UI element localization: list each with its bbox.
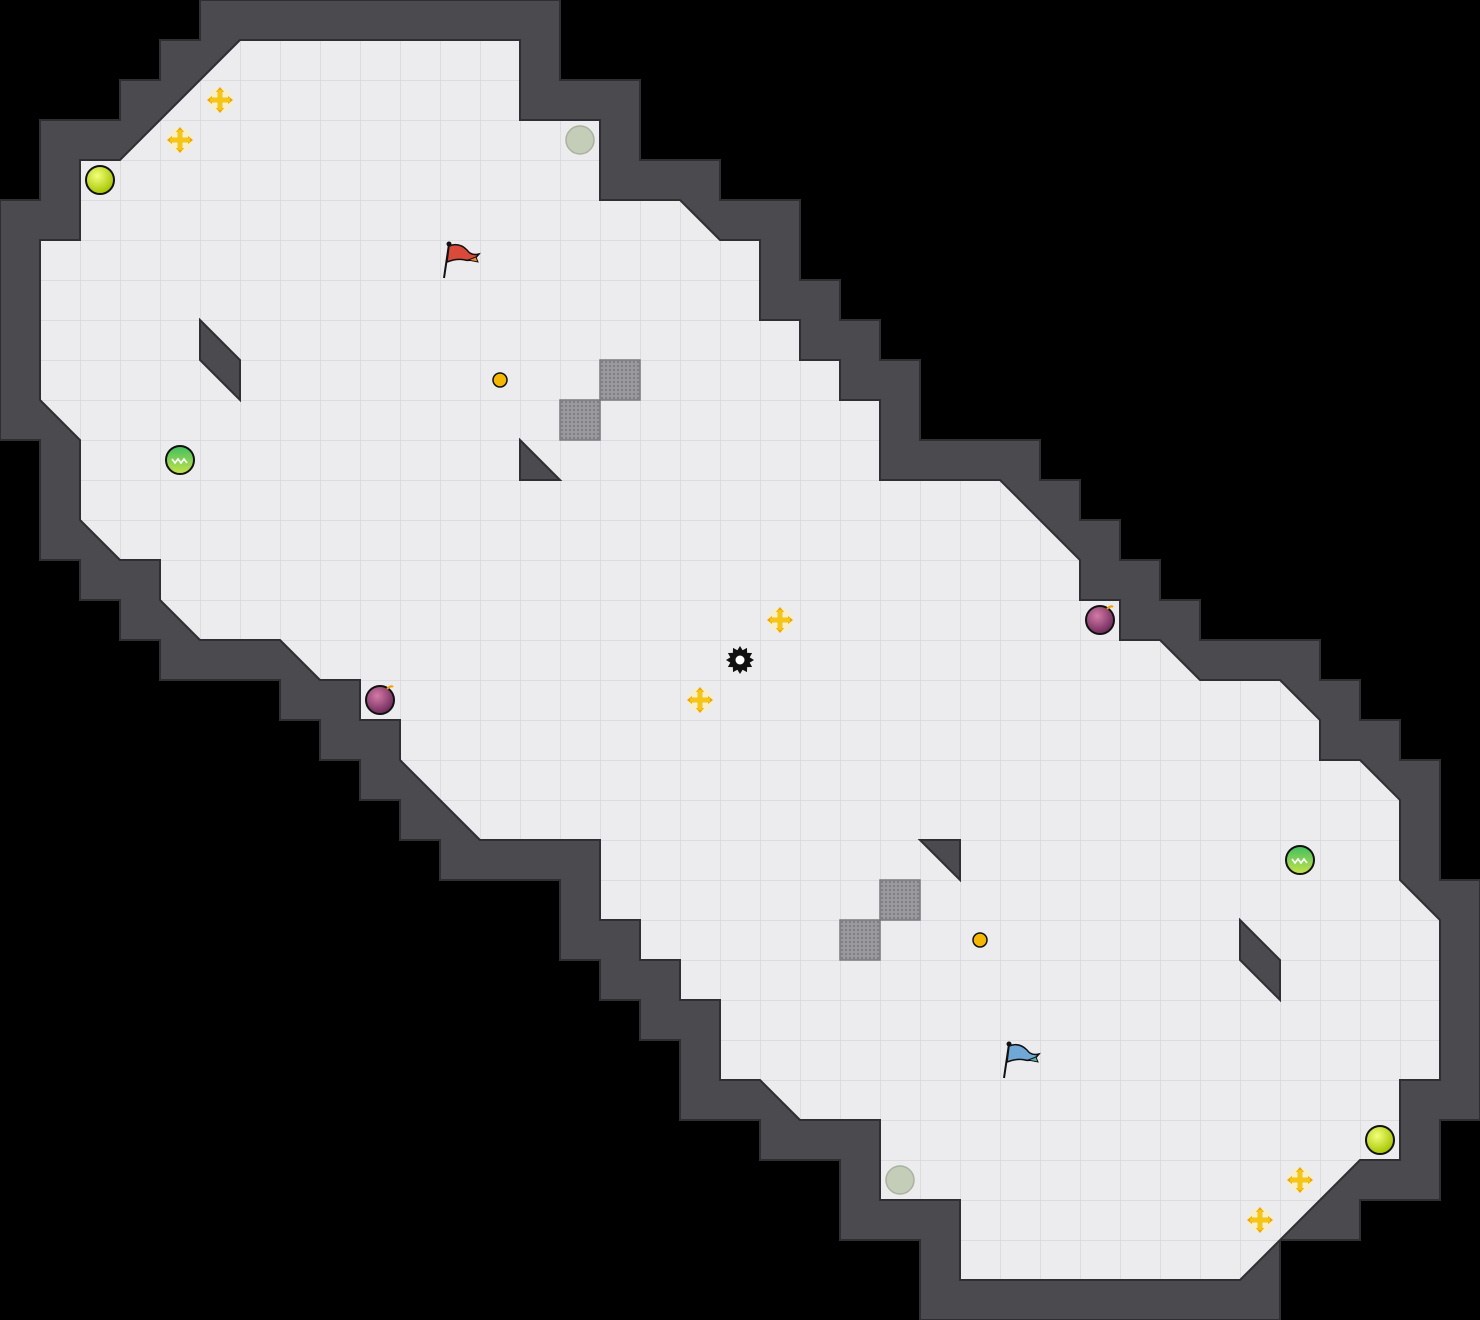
wall-diagonal xyxy=(917,839,961,883)
button xyxy=(972,932,988,948)
bomb xyxy=(365,685,395,715)
wall-diagonal xyxy=(519,437,563,481)
powerup xyxy=(1365,1125,1395,1155)
boost xyxy=(767,607,793,633)
jukejuice xyxy=(1285,845,1315,875)
gate-tile xyxy=(599,359,641,401)
red-flag xyxy=(443,241,481,279)
boost xyxy=(687,687,713,713)
gate-tile xyxy=(839,919,881,961)
button xyxy=(492,372,508,388)
neutral-tile xyxy=(565,125,595,155)
blue-flag xyxy=(1003,1041,1041,1079)
neutral-tile xyxy=(885,1165,915,1195)
map-objects xyxy=(85,87,1395,1233)
powerup xyxy=(85,165,115,195)
boost xyxy=(207,87,233,113)
wall-notch xyxy=(1455,1076,1460,1098)
boost xyxy=(1247,1207,1273,1233)
diagonal-walls xyxy=(54,196,1460,1178)
boost xyxy=(167,127,193,153)
jukejuice xyxy=(165,445,195,475)
bomb xyxy=(1085,605,1115,635)
wall-notch xyxy=(1414,1156,1419,1178)
wall-diagonal xyxy=(199,317,241,403)
wall-notch xyxy=(54,196,59,218)
gate-tile xyxy=(879,879,921,921)
wall-diagonal xyxy=(1239,917,1281,1003)
boost xyxy=(1287,1167,1313,1193)
gate-tile xyxy=(559,399,601,441)
spike xyxy=(726,646,754,674)
